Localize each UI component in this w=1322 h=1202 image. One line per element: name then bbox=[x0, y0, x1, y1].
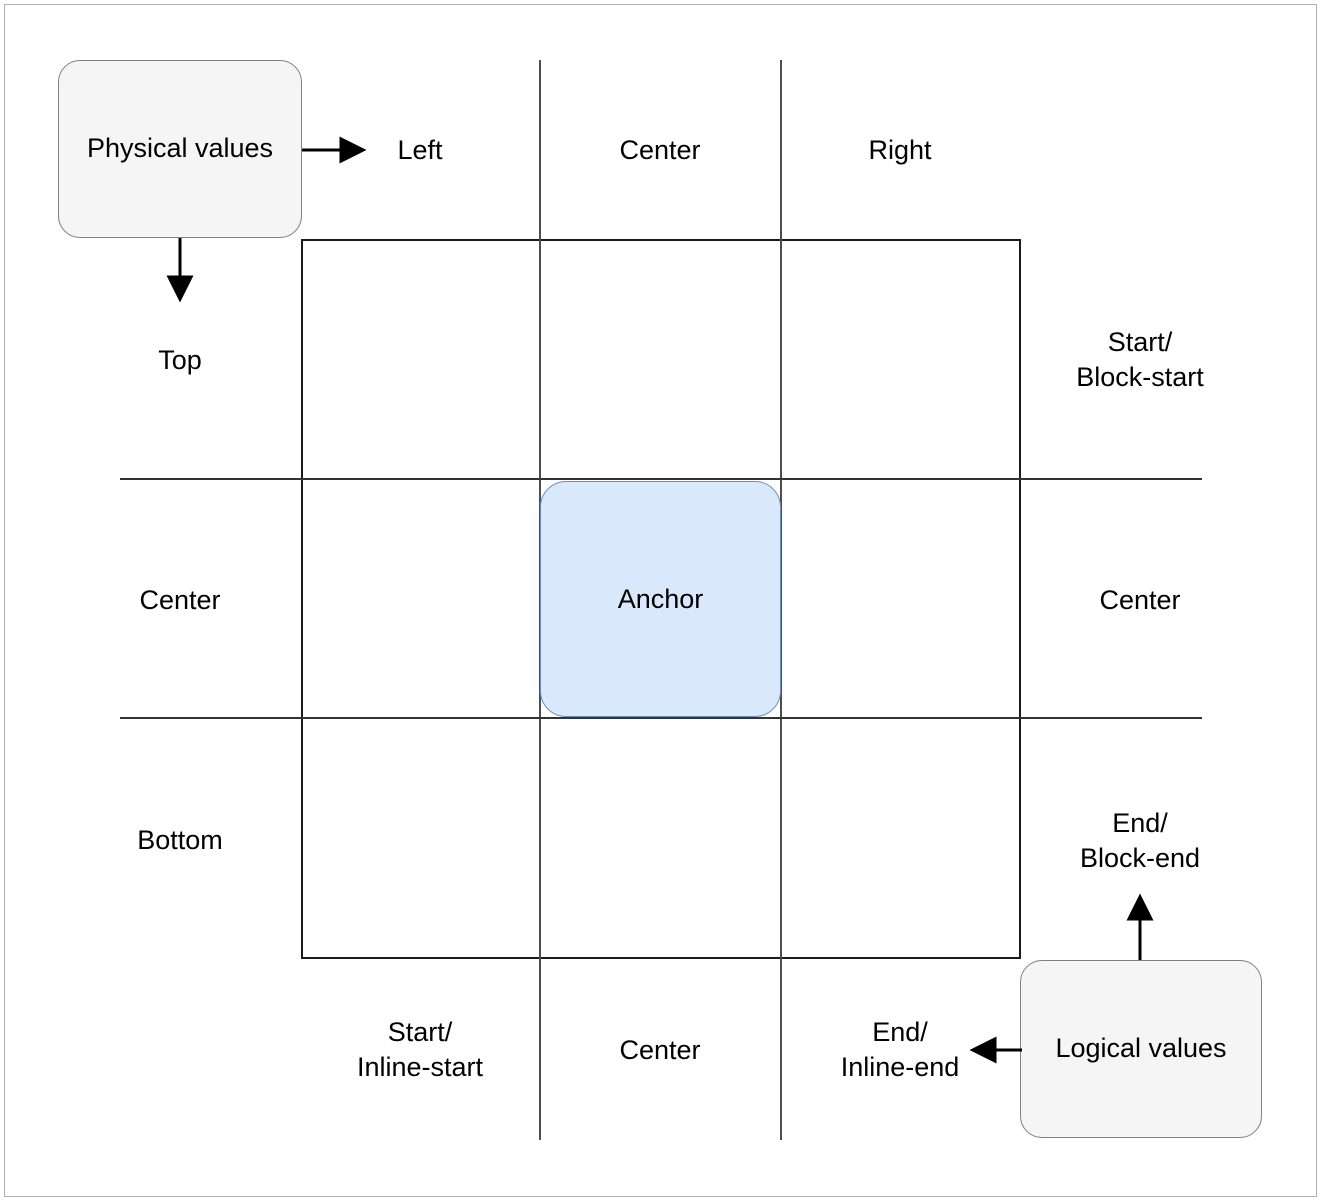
label-end-inline-end: End/ Inline-end bbox=[840, 1017, 960, 1083]
arrow-physical-to-left bbox=[302, 136, 367, 164]
label-start-block-start: Start/ Block-start bbox=[1076, 327, 1204, 393]
label-center-bottom: Center bbox=[619, 1035, 701, 1065]
anchor-label: Anchor bbox=[617, 583, 704, 614]
label-end-block-end: End/ Block-end bbox=[1079, 808, 1201, 874]
label-bottom: Bottom bbox=[137, 825, 223, 855]
label-left: Left bbox=[397, 135, 443, 165]
grid-vertical-line-right bbox=[780, 60, 782, 1140]
arrow-logical-to-block-end bbox=[1126, 893, 1154, 960]
label-center-top: Center bbox=[619, 135, 701, 165]
logical-values-label: Logical values bbox=[1055, 1033, 1227, 1064]
physical-values-label: Physical values bbox=[86, 133, 274, 164]
label-right: Right bbox=[868, 135, 932, 165]
physical-values-box: Physical values bbox=[58, 60, 302, 238]
label-center-left: Center bbox=[139, 585, 221, 615]
label-center-right: Center bbox=[1099, 585, 1181, 615]
label-start-inline-start: Start/ Inline-start bbox=[356, 1017, 484, 1083]
logical-values-box: Logical values bbox=[1020, 960, 1262, 1138]
arrow-logical-to-inline-end bbox=[969, 1036, 1022, 1064]
grid-outer-rectangle bbox=[301, 239, 1021, 959]
grid-horizontal-line-top bbox=[120, 478, 1202, 480]
arrow-physical-to-top bbox=[166, 238, 194, 303]
label-top: Top bbox=[158, 345, 202, 375]
anchor-box: Anchor bbox=[540, 481, 781, 717]
grid-horizontal-line-bottom bbox=[120, 717, 1202, 719]
